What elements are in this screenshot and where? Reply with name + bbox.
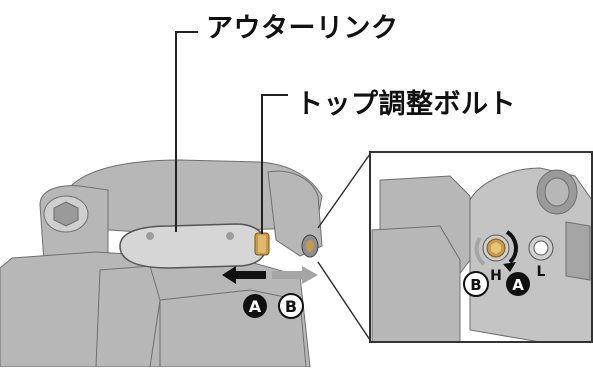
marker-a-main: A xyxy=(243,294,267,318)
marker-b-inset: B xyxy=(463,271,489,297)
svg-text:B: B xyxy=(470,276,481,294)
leader-lines xyxy=(175,31,288,234)
top-adjust-bolt xyxy=(254,232,270,256)
top-adjust-bolt-label: トップ調整ボルト xyxy=(296,89,516,120)
high-limit-screw xyxy=(482,234,510,262)
marker-a-inset: A xyxy=(506,272,530,296)
svg-text:B: B xyxy=(285,297,297,316)
limit-screws-main xyxy=(301,234,319,258)
low-limit-screw xyxy=(528,235,554,261)
pivot-bolt xyxy=(43,195,89,233)
arrow-b-direction xyxy=(272,266,318,284)
high-limit-label: H xyxy=(490,268,502,284)
marker-b-main: B xyxy=(278,293,304,319)
outer-link-plate xyxy=(119,223,267,269)
rotation-arrows xyxy=(474,230,518,272)
outer-link-label: アウターリンク xyxy=(206,13,399,44)
arrow-a-direction xyxy=(222,266,266,284)
low-limit-label: L xyxy=(537,264,546,280)
inset-callout xyxy=(317,153,371,341)
direction-arrows xyxy=(222,266,318,284)
inset-panel: H L B A xyxy=(369,151,593,343)
svg-text:A: A xyxy=(249,297,262,316)
svg-text:A: A xyxy=(512,276,524,294)
